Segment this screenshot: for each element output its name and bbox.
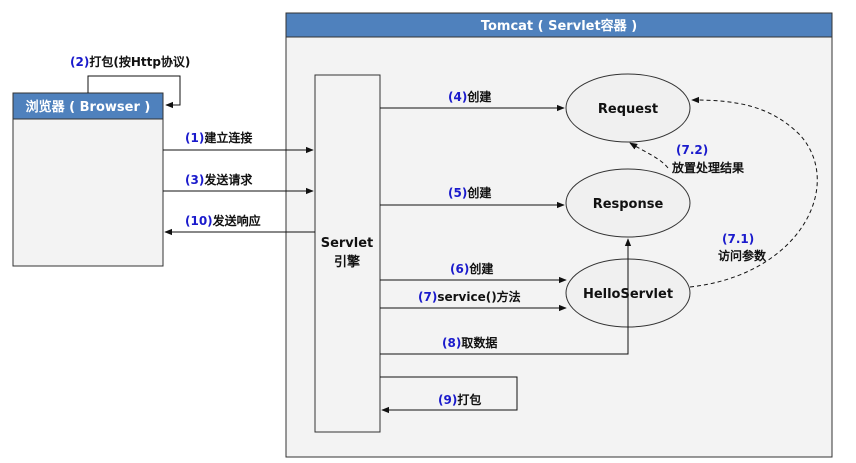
- step-7-2-number: (7.2): [676, 143, 708, 157]
- tomcat-header: [285, 12, 833, 38]
- response-node: Response: [565, 168, 691, 238]
- engine-label-line1: Servlet: [321, 236, 374, 251]
- step-6-label: (6)创建: [450, 261, 494, 276]
- step-9-label: (9)打包: [438, 392, 481, 407]
- browser-title: 浏览器 ( Browser ): [26, 99, 151, 115]
- step-10-label: (10)发送响应: [185, 213, 261, 228]
- step-7-1-number: (7.1): [722, 232, 754, 246]
- step-4-label: (4)创建: [448, 89, 492, 104]
- tomcat-title: Tomcat ( Servlet容器 ): [481, 18, 637, 34]
- step-3-label: (3)发送请求: [185, 172, 253, 187]
- servlet-engine-box: Servlet 引擎: [314, 74, 381, 433]
- arrow-step-9: [380, 376, 518, 414]
- arrow-step-8: [380, 238, 632, 355]
- step-7-label: (7)service()方法: [418, 289, 521, 304]
- step-5-label: (5)创建: [448, 185, 492, 200]
- response-label: Response: [593, 197, 664, 212]
- step-7-2-text: 放置处理结果: [671, 160, 744, 175]
- step-7-1-text: 访问参数: [718, 248, 767, 263]
- engine-label-line2: 引擎: [334, 254, 360, 270]
- browser-box: 浏览器 ( Browser ): [12, 92, 164, 267]
- step-8-label: (8)取数据: [442, 335, 497, 350]
- step-1-label: (1)建立连接: [185, 130, 252, 145]
- request-node: Request: [565, 73, 691, 143]
- step-2-label: (2)打包(按Http协议): [70, 54, 190, 69]
- arrow-step-7-2: [629, 142, 669, 169]
- request-label: Request: [598, 102, 658, 117]
- arrow-step-2: [87, 75, 181, 109]
- browser-header: [12, 92, 164, 120]
